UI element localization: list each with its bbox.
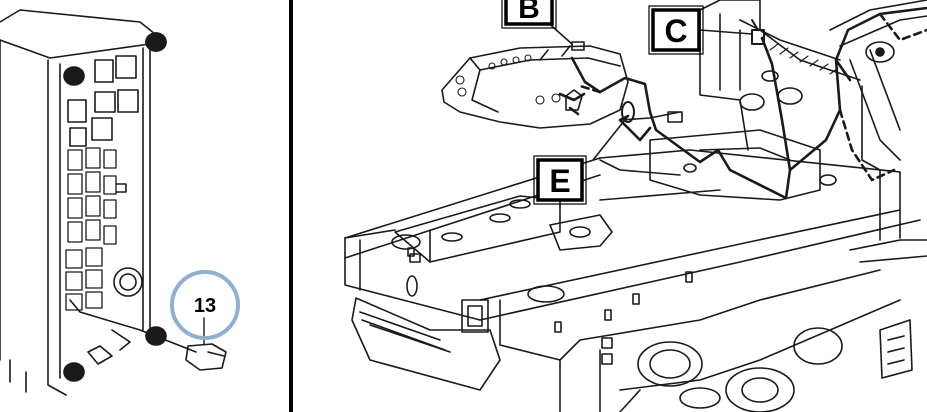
connector-e: [621, 101, 635, 123]
machine-frame-drawing: [344, 0, 927, 412]
callout-13-ring: [170, 270, 240, 340]
callout-e: E: [533, 155, 587, 205]
callout-b-label: B: [518, 0, 540, 25]
fuse-box-drawing: [0, 9, 227, 396]
harness-dashed-routing: [578, 12, 927, 182]
callout-13-label: 13: [194, 295, 216, 317]
callout-e-label: E: [549, 163, 570, 199]
callout-b: B: [501, 0, 557, 29]
callout-c: C: [648, 5, 704, 55]
callout-c-label: C: [664, 13, 687, 49]
